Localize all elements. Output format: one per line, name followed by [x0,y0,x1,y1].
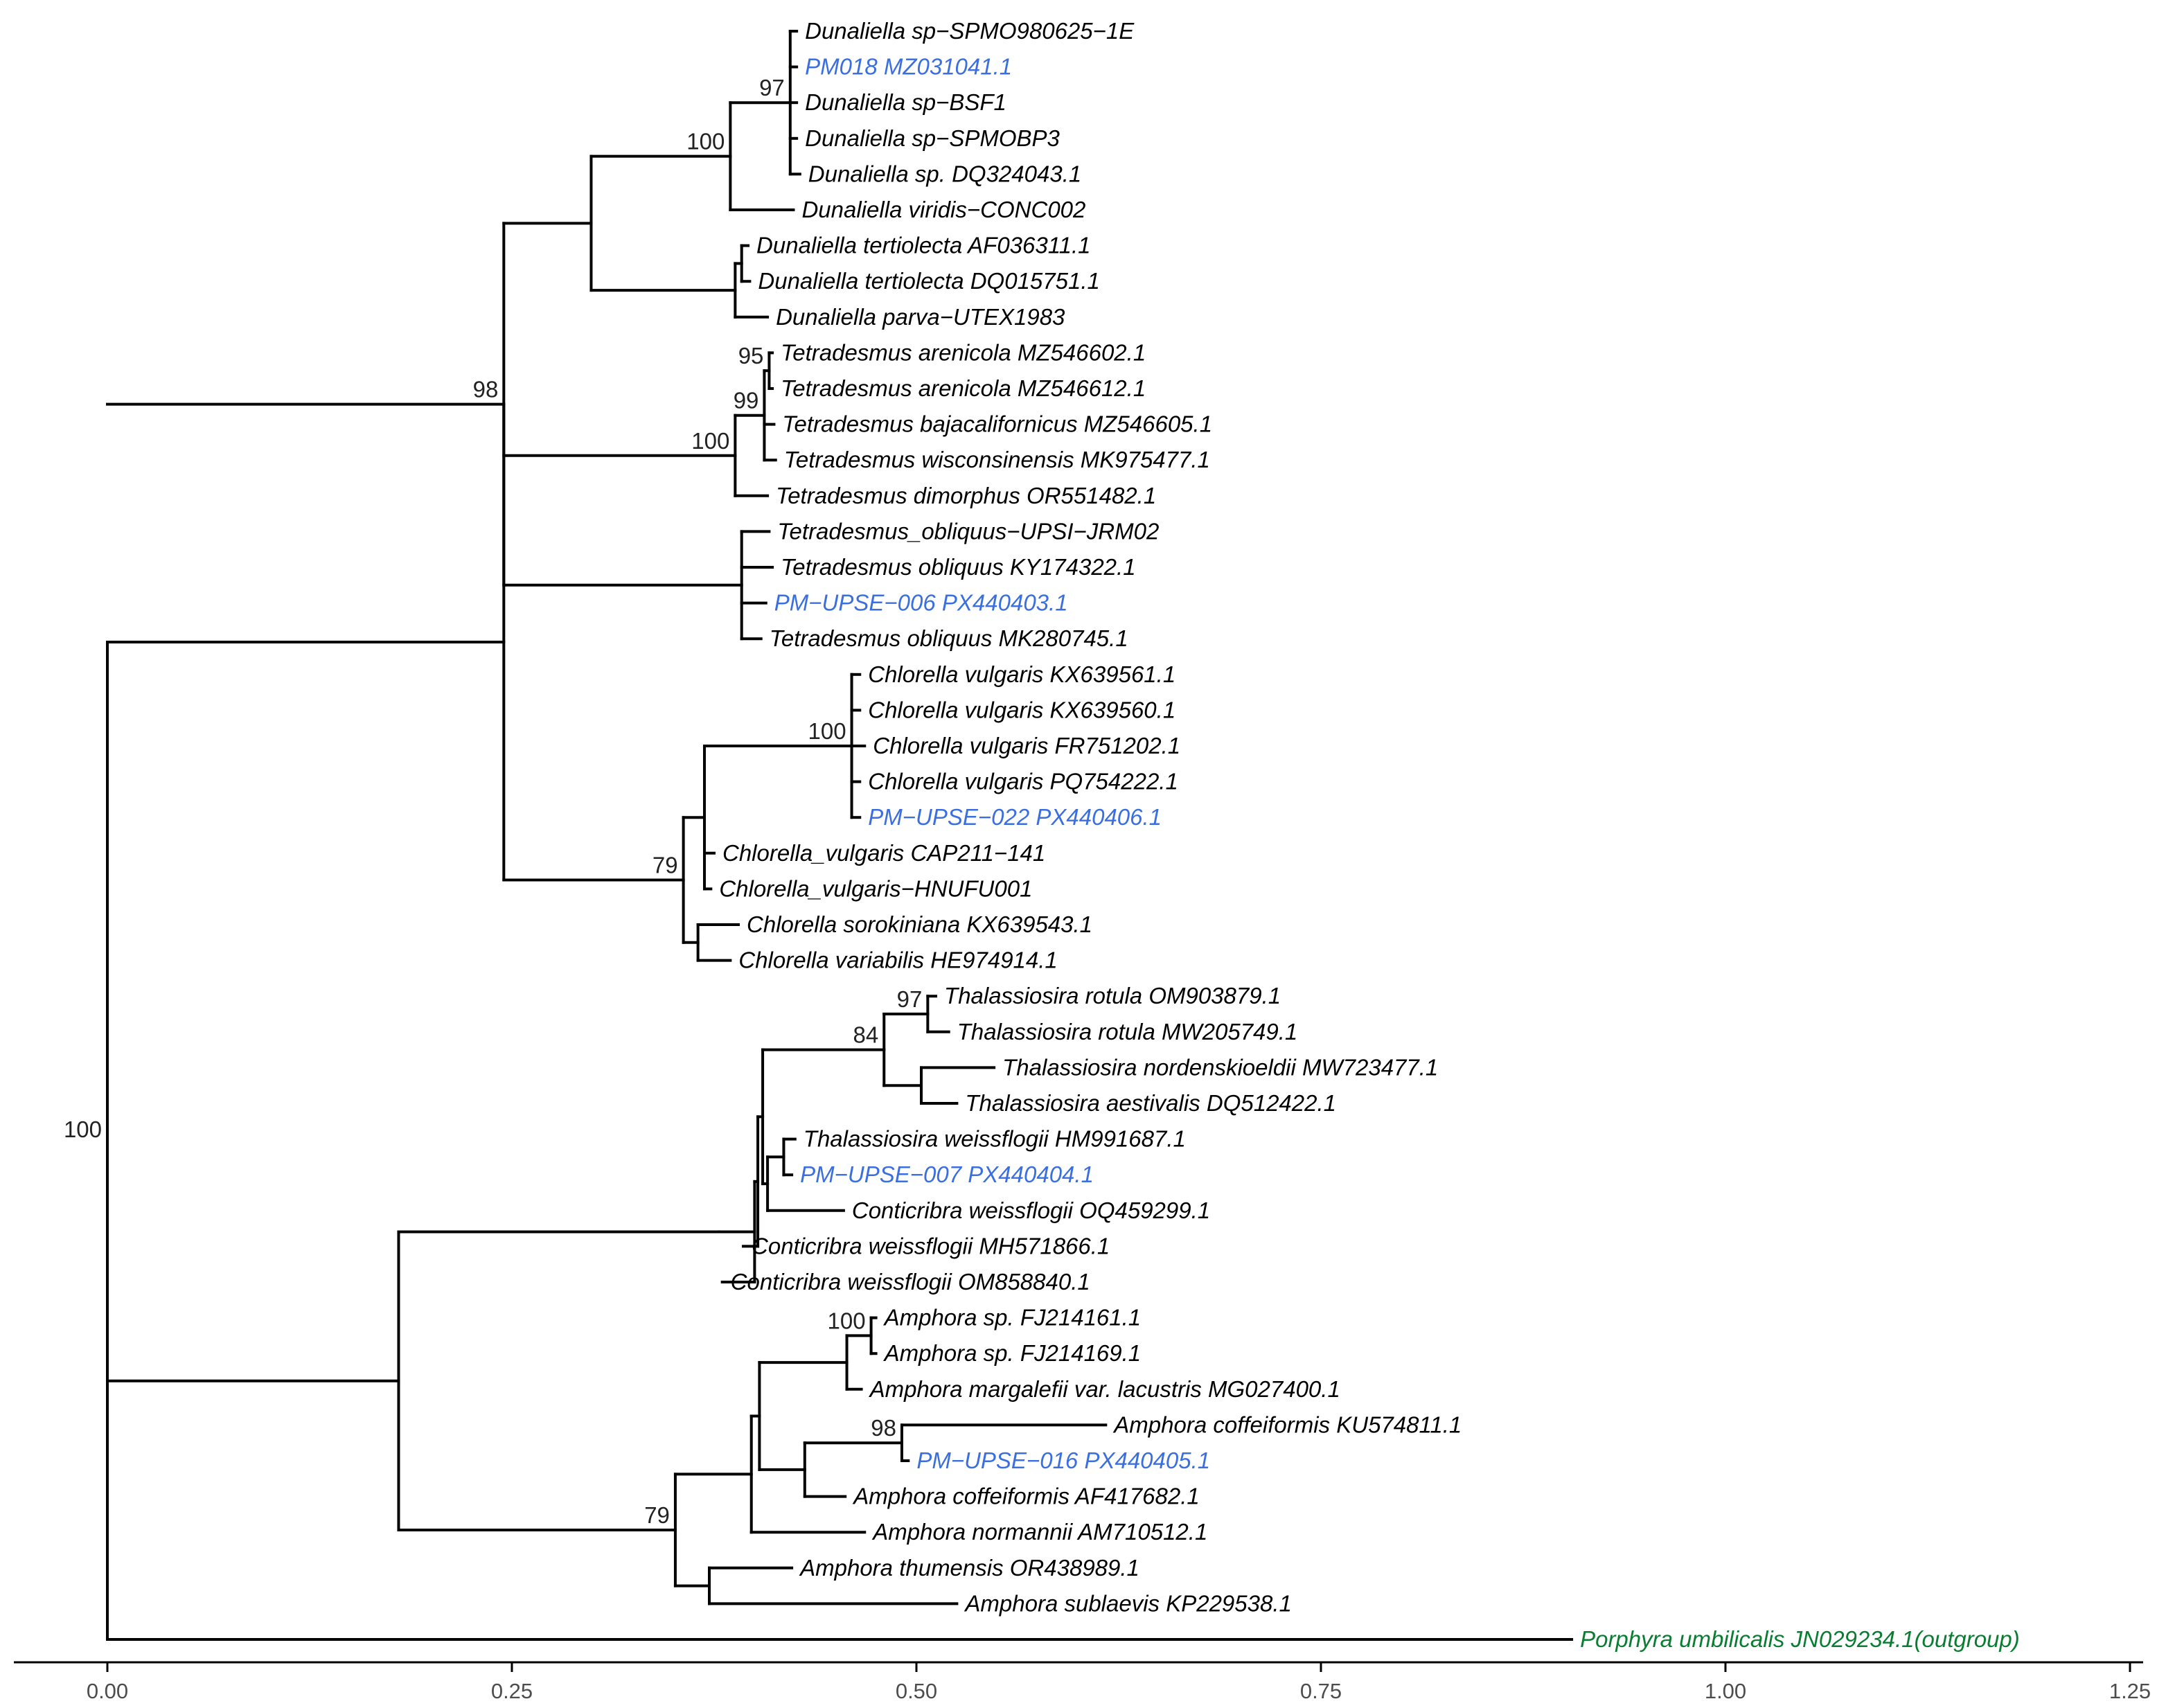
tip-label: Chlorella variabilis HE974914.1 [738,948,1057,973]
bootstrap-value: 79 [653,853,678,878]
bootstrap-value: 100 [808,718,846,744]
tip-label: Tetradesmus arenicola MZ546602.1 [781,339,1146,365]
tip-label: Thalassiosira nordenskioeldii MW723477.1 [1002,1054,1438,1080]
tip-labels: Dunaliella sp−SPMO980625−1E PM018 MZ03104… [719,18,2019,1652]
tip-label: Conticribra weissflogii OQ459299.1 [852,1198,1210,1223]
tip-label: Conticribra weissflogii MH571866.1 [752,1233,1110,1258]
study-isolate-label: PM018 MZ031041.1 [805,54,1012,80]
tip-label: Amphora normannii AM710512.1 [871,1519,1207,1545]
tip-label: Amphora margalefii var. lacustris MG0274… [869,1376,1340,1402]
bootstrap-value: 98 [473,377,499,402]
bootstrap-value: 84 [853,1022,879,1048]
tip-label: Dunaliella sp−BSF1 [805,89,1006,115]
tip-label: Dunaliella parva−UTEX1983 [776,304,1065,330]
tip-label: Chlorella vulgaris PQ754222.1 [868,769,1178,794]
tip-label: Dunaliella viridis−CONC002 [801,197,1085,222]
tip-label: Tetradesmus dimorphus OR551482.1 [776,483,1156,508]
bootstrap-value: 79 [644,1502,670,1528]
tip-label: Tetradesmus arenicola MZ546612.1 [781,375,1146,401]
tip-label: Thalassiosira rotula MW205749.1 [957,1019,1298,1044]
tip-label: Thalassiosira weissflogii HM991687.1 [804,1126,1186,1152]
axis-tick-label: 0.25 [491,1679,533,1703]
bootstrap-value: 100 [828,1308,866,1333]
tip-label: Tetradesmus bajacalifornicus MZ546605.1 [782,411,1212,437]
axis-tick-label: 0.75 [1300,1679,1342,1703]
tip-label: Amphora coffeiformis KU574811.1 [1112,1412,1462,1437]
study-isolate-label: PM−UPSE−006 PX440403.1 [774,590,1068,616]
tip-label: Tetradesmus_obliquus−UPSI−JRM02 [777,518,1159,544]
tip-label: Chlorella vulgaris FR751202.1 [873,733,1180,758]
tip-label: Thalassiosira rotula OM903879.1 [944,983,1281,1008]
tip-label: Tetradesmus wisconsinensis MK975477.1 [784,447,1210,472]
tip-label: Amphora thumensis OR438989.1 [799,1555,1139,1581]
tree-branches [106,30,1574,1641]
axis-tick-label: 1.00 [1705,1679,1746,1703]
tip-label: Chlorella sorokiniana KX639543.1 [747,911,1092,937]
tip-label: Dunaliella sp−SPMO980625−1E [805,18,1135,44]
tip-label: Chlorella_vulgaris CAP211−141 [722,840,1045,866]
bootstrap-value: 100 [691,428,729,454]
tip-label: Dunaliella tertiolecta AF036311.1 [756,233,1090,258]
tip-label: Amphora sp. FJ214161.1 [883,1305,1142,1331]
outgroup-label: Porphyra umbilicalis JN029234.1(outgroup… [1580,1626,2020,1652]
study-isolate-label: PM−UPSE−016 PX440405.1 [916,1448,1210,1473]
bootstrap-value: 99 [734,388,759,413]
study-isolate-label: PM−UPSE−007 PX440404.1 [800,1162,1094,1187]
study-isolate-label: PM−UPSE−022 PX440406.1 [868,804,1162,830]
tip-label: Amphora sp. FJ214169.1 [883,1340,1142,1366]
tip-label: Thalassiosira aestivalis DQ512422.1 [965,1090,1336,1116]
bootstrap-value: 100 [686,129,725,154]
bootstrap-value: 98 [871,1415,896,1441]
bootstrap-value: 100 [64,1117,102,1142]
axis-tick-label: 0.50 [896,1679,937,1703]
tip-label: Chlorella vulgaris KX639561.1 [868,661,1175,687]
tip-label: Amphora sublaevis KP229538.1 [964,1590,1291,1616]
bootstrap-value: 95 [738,343,764,368]
bootstrap-value: 97 [897,986,923,1012]
tip-label: Tetradesmus obliquus KY174322.1 [781,554,1135,580]
tip-label: Chlorella vulgaris KX639560.1 [868,697,1175,722]
tip-label: Amphora coffeiformis AF417682.1 [852,1484,1200,1509]
tip-label: Tetradesmus obliquus MK280745.1 [770,625,1128,651]
scale-axis: 0.00 0.25 0.50 0.75 1.00 1.25 [14,1661,2151,1703]
bootstrap-value: 97 [759,75,785,100]
tip-label: Chlorella_vulgaris−HNUFU001 [719,875,1032,901]
axis-tick-label: 1.25 [2109,1679,2151,1703]
tip-label: Dunaliella tertiolecta DQ015751.1 [758,268,1099,294]
tip-label: Conticribra weissflogii OM858840.1 [731,1269,1090,1295]
tip-label: Dunaliella sp. DQ324043.1 [808,161,1081,186]
axis-tick-label: 0.00 [87,1679,128,1703]
tip-label: Dunaliella sp−SPMOBP3 [805,125,1060,151]
